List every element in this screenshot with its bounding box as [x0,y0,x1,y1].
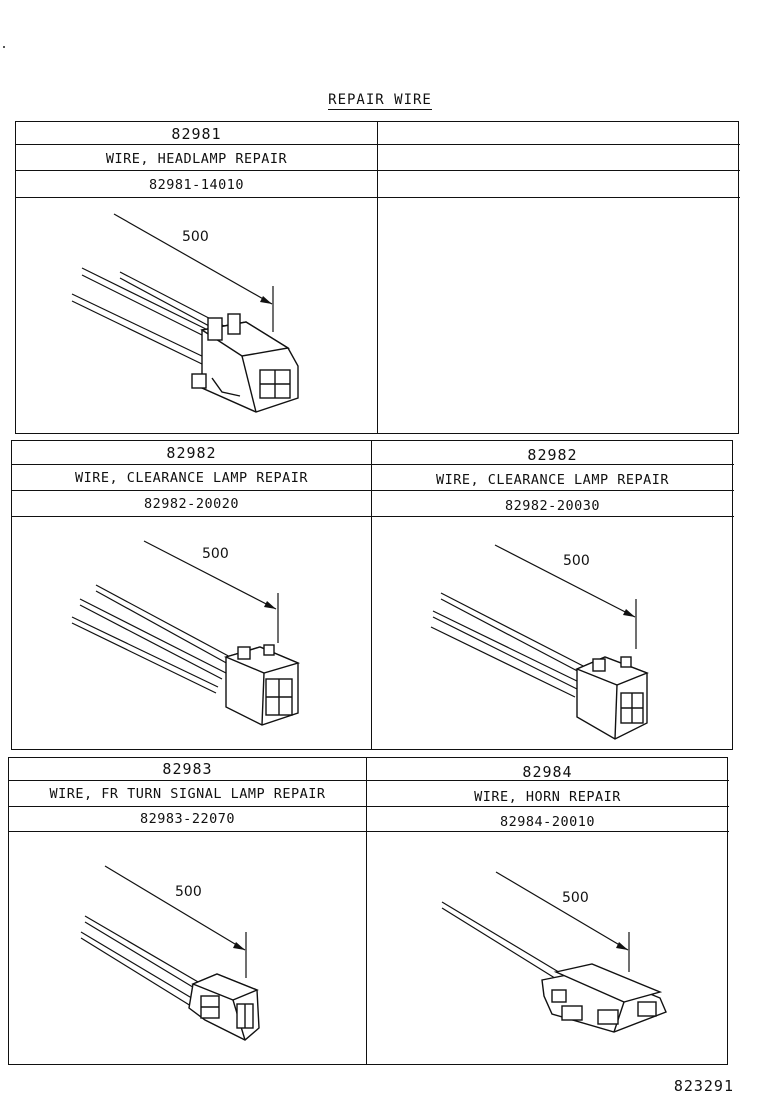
part-group-code: 82981 [171,125,222,143]
part-group-code: 82984 [522,763,573,781]
part-name: WIRE, FR TURN SIGNAL LAMP REPAIR [49,786,326,802]
panel-82982: 82982 WIRE, CLEARANCE LAMP REPAIR 82982-… [11,440,734,750]
length-label: 500 [563,553,590,569]
part-number: 82983-22070 [140,811,235,827]
headlamp-connector-illustration: 500 [71,213,299,413]
part-group-code: 82982 [166,444,217,462]
page-title: REPAIR WIRE [328,92,432,110]
part-group-code: 82982 [527,446,578,464]
length-label: 500 [175,884,202,900]
length-label: 500 [562,890,589,906]
part-name: WIRE, HEADLAMP REPAIR [105,151,288,167]
horn-connector-illustration: 500 [441,871,667,1033]
turn-signal-connector-illustration: 500 [80,865,260,1041]
part-number: 82982-20030 [505,498,600,514]
figure-number: 823291 [673,1077,734,1095]
length-label: 500 [202,546,229,562]
panel-82983-82984: 82983 WIRE, FR TURN SIGNAL LAMP REPAIR 8… [8,757,729,1065]
clearance-connector-illustration-b: 500 [430,544,649,740]
part-number: 82984-20010 [500,814,595,830]
length-label: 500 [182,229,209,245]
clearance-connector-illustration-a: 500 [71,540,301,726]
part-group-code: 82983 [162,760,213,778]
panel-82981: 82981 WIRE, HEADLAMP REPAIR 82981-14010 … [15,121,740,434]
scan-speck [3,46,5,48]
part-name: WIRE, CLEARANCE LAMP REPAIR [75,470,308,486]
part-number: 82981-14010 [149,177,244,193]
part-number: 82982-20020 [144,496,239,512]
part-name: WIRE, HORN REPAIR [474,789,621,805]
part-name: WIRE, CLEARANCE LAMP REPAIR [436,472,669,488]
